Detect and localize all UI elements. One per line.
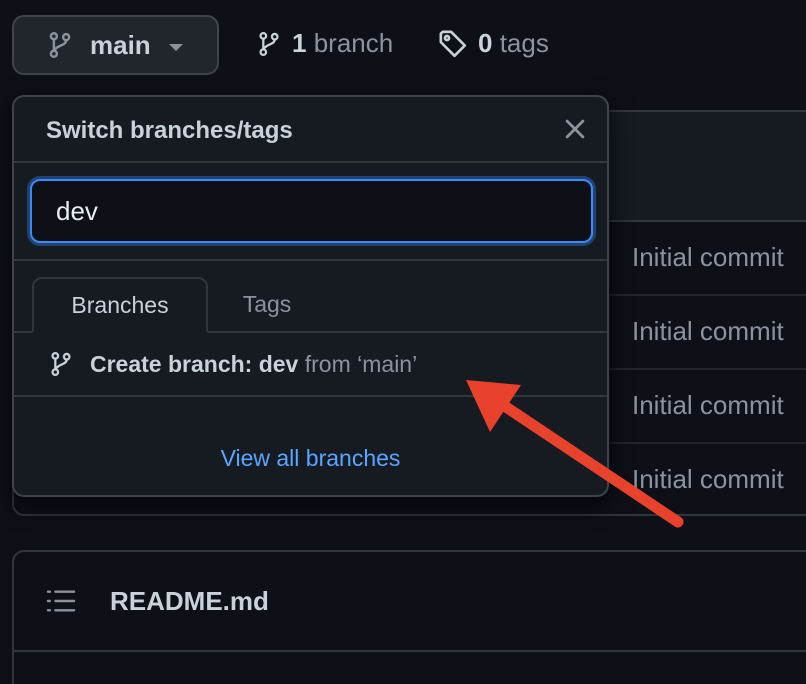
create-branch-item[interactable]: Create branch: dev from ‘main’: [14, 333, 607, 397]
switch-branches-dropdown: Switch branches/tags Branches Tags Creat…: [12, 95, 609, 497]
create-branch-source: from ‘main’: [298, 350, 418, 377]
git-branch-icon: [259, 31, 279, 56]
dropdown-footer: View all branches: [14, 445, 607, 472]
tab-tags[interactable]: Tags: [242, 290, 292, 317]
create-branch-name: dev: [258, 350, 299, 377]
tab-branches[interactable]: Branches: [32, 277, 208, 333]
commit-message[interactable]: Initial commit: [632, 464, 784, 494]
list-unordered-icon[interactable]: [46, 588, 76, 614]
create-branch-prefix: Create branch:: [90, 350, 259, 377]
dropdown-title: Switch branches/tags: [46, 117, 293, 144]
view-all-branches-link[interactable]: View all branches: [220, 445, 401, 471]
commit-message[interactable]: Initial commit: [632, 390, 784, 420]
tag-icon: [439, 30, 467, 57]
branch-count-number: 1: [292, 28, 307, 58]
readme-panel: README.md: [12, 550, 806, 684]
dropdown-tabs: Branches Tags: [14, 277, 607, 333]
commit-message[interactable]: Initial commit: [632, 316, 784, 346]
dropdown-header: Switch branches/tags: [14, 97, 607, 163]
tag-count-label: tags: [499, 28, 549, 58]
tag-count-number: 0: [478, 28, 493, 58]
close-icon[interactable]: [561, 115, 589, 143]
readme-title[interactable]: README.md: [110, 585, 269, 616]
branch-filter-input[interactable]: [30, 179, 593, 243]
tags-count-link[interactable]: 0 tags: [438, 28, 549, 59]
commit-message[interactable]: Initial commit: [632, 242, 784, 272]
caret-down-icon: [168, 43, 183, 51]
branch-count-label: branch: [313, 28, 394, 58]
readme-header: README.md: [14, 552, 806, 652]
branch-selector-button[interactable]: main: [12, 15, 219, 75]
branch-selector-label: main: [90, 29, 151, 60]
git-branch-icon: [51, 351, 71, 377]
branches-count-link[interactable]: 1 branch: [256, 28, 393, 59]
dropdown-filter: [14, 163, 607, 261]
git-branch-icon: [49, 32, 71, 58]
